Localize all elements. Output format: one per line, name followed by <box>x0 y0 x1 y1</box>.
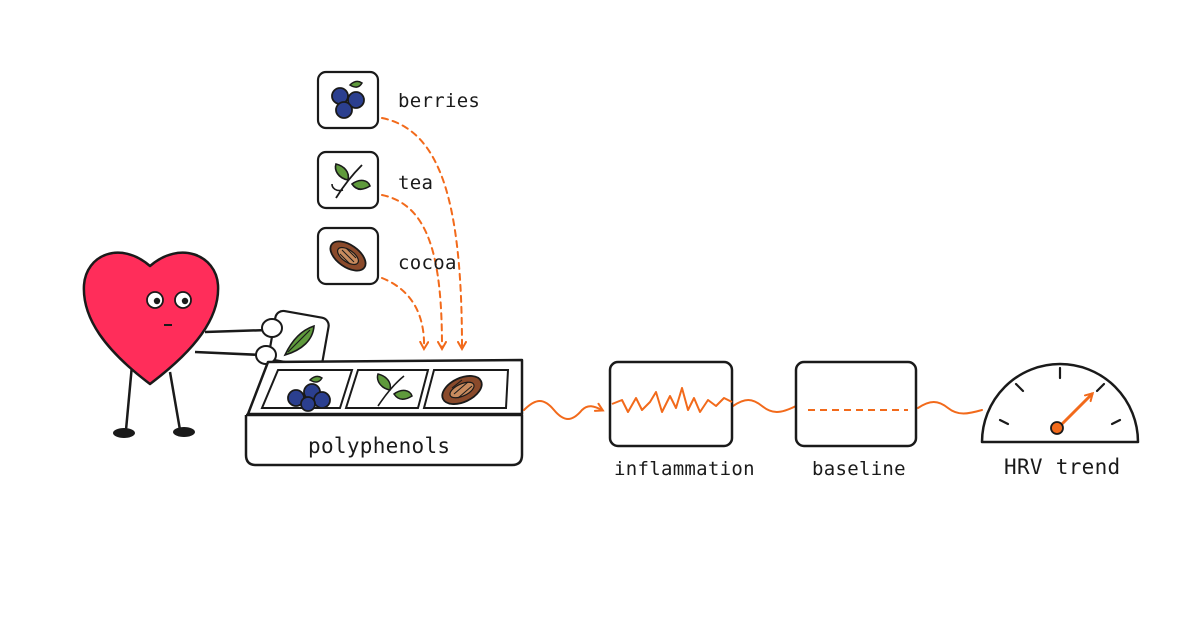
polyphenols-tray <box>244 358 524 467</box>
gauge-pivot <box>1050 421 1064 435</box>
baseline-box <box>794 360 918 448</box>
inflammation-to-baseline-connector <box>732 399 797 413</box>
polyphenols-label: polyphenols <box>308 434 451 458</box>
cocoa-pod-icon <box>329 240 367 272</box>
gauge-needle <box>1056 394 1092 430</box>
heart-character <box>82 251 269 438</box>
hrv-gauge <box>980 362 1140 444</box>
blueberries-icon <box>331 80 365 119</box>
baseline-label: baseline <box>812 458 906 480</box>
leaf-card <box>255 309 330 369</box>
inflammation-label: inflammation <box>614 458 755 480</box>
flow-connectors <box>523 399 983 420</box>
tray-to-inflammation-arrow <box>523 400 602 420</box>
cocoa-source-box <box>316 226 380 286</box>
tray-tea-leaves-icon <box>376 373 413 407</box>
berries-arrow <box>381 117 462 348</box>
tea-arrow <box>381 194 442 348</box>
tray-cocoa-pod-icon <box>441 375 483 405</box>
tea-label: tea <box>398 172 434 194</box>
cocoa-label: cocoa <box>398 252 457 274</box>
inflammation-box <box>608 360 734 448</box>
hrv-trend-label: HRV trend <box>1004 455 1121 479</box>
gauge-ticks <box>998 366 1122 426</box>
cocoa-arrow <box>381 277 424 348</box>
baseline-to-gauge-connector <box>917 401 983 415</box>
berries-label: berries <box>398 90 481 112</box>
tray-blueberries-icon <box>287 375 331 412</box>
inflammation-signal <box>611 387 733 413</box>
source-arrows <box>381 117 462 348</box>
tea-source-box <box>316 150 380 210</box>
tea-leaves-icon <box>331 163 371 199</box>
berries-source-box <box>316 70 380 130</box>
